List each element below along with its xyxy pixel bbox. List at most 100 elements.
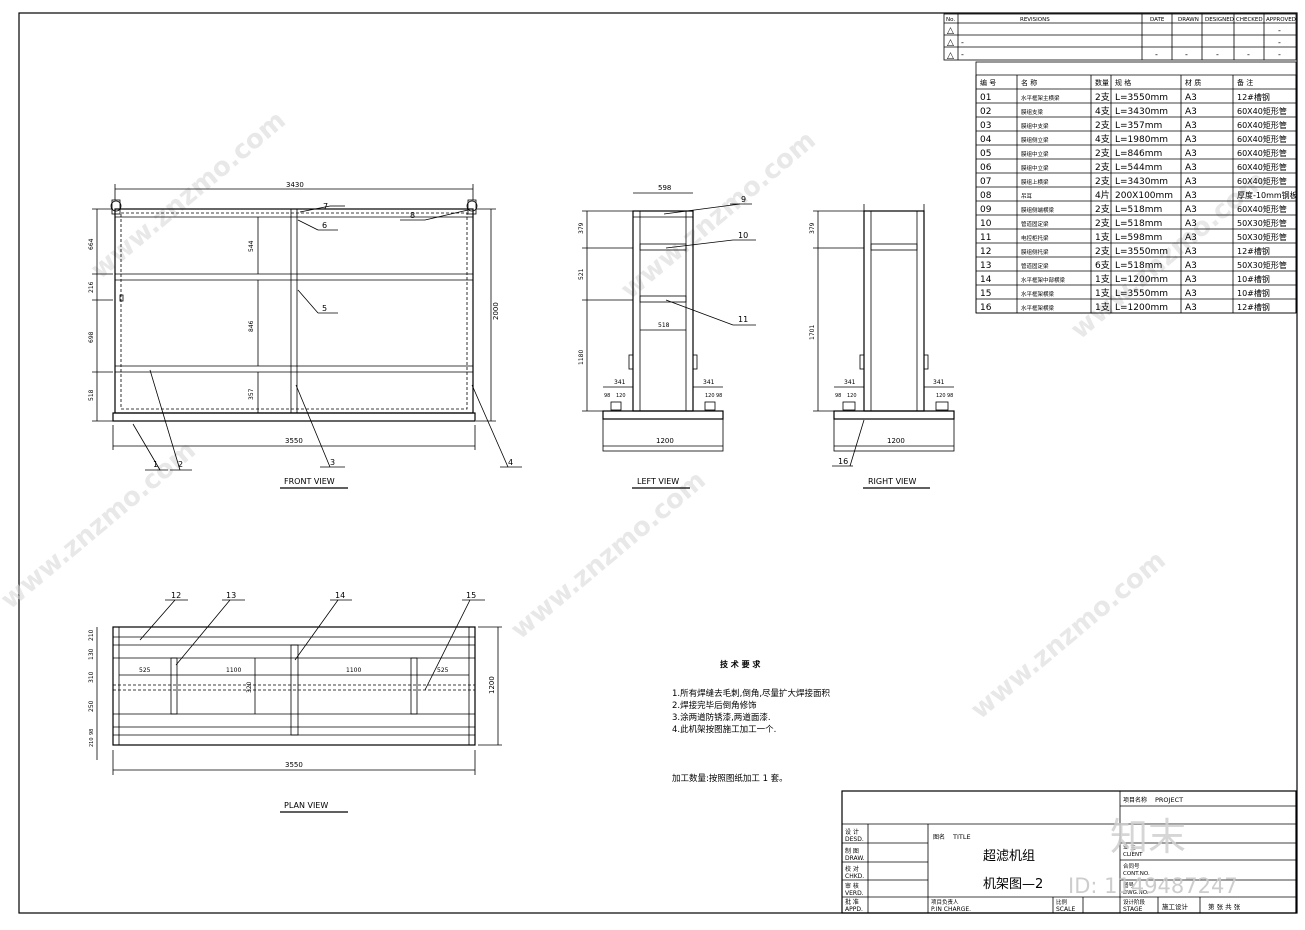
bom-cell: 吊耳 [1021,193,1033,200]
rev-header-designed: DESIGNED [1205,17,1234,23]
bom-cell: 60X40矩形管 [1237,120,1287,130]
contract-label-en: CONT.NO. [1123,871,1150,877]
tech-item: 4.此机架按图施工加工一个. [672,724,776,735]
rev-cell: - [1247,50,1250,59]
rev-cell: - [1185,50,1188,59]
dwg-no-label: 图号 [1123,881,1135,889]
watermark-text: www.znzmo.com [965,545,1171,725]
bom-cell: 膜组中立梁 [1021,150,1049,158]
bom-cell: L=3430mm [1115,107,1168,117]
callout-13: 13 [226,591,236,600]
bom-cell: 10 [980,219,992,229]
bom-cell: 2支 [1095,175,1110,187]
dim-left-inner: 518 [658,322,670,329]
bom-cell: 4支 [1095,133,1110,145]
dim-left-sub: 98 [604,393,610,399]
dim-left-sub: 98 [716,393,722,399]
checked-label: 校 对 [845,865,859,873]
dim-left-sub: 120 [616,393,626,399]
rev-cell: - [1278,38,1281,47]
bom-cell: A3 [1185,247,1197,257]
dim-right-sub: 341 [933,379,945,386]
technical-requirements: 技 术 要 求 1.所有焊缝去毛刺,倒角,尽量扩大焊接面积 2.焊接完毕后倒角修… [672,659,831,784]
bom-cell: L=1200mm [1115,275,1168,285]
bom-cell: 02 [980,107,991,117]
rev-header-drawn: DRAWN [1178,17,1199,23]
bom-cell: A3 [1185,177,1197,187]
right-view-title: RIGHT VIEW [868,477,916,486]
bom-cell: L=518mm [1115,261,1162,271]
bom-header: 名 称 [1021,78,1037,87]
bom-cell: 06 [980,163,992,173]
bom-cell: 2支 [1095,161,1110,173]
rev-cell: - [1155,50,1158,59]
callout-12: 12 [171,591,181,600]
bom-cell: 2支 [1095,147,1110,159]
bom-cell: A3 [1185,163,1197,173]
bom-cell: 膜组侧端横梁 [1021,206,1055,214]
watermark-text: www.znzmo.com [505,465,711,645]
rev-cell: - [1278,50,1281,59]
callout-7: 7 [323,202,328,211]
bom-cell: A3 [1185,219,1197,229]
dim-left-sub: 341 [614,379,626,386]
dim-plan-span: 1100 [346,667,361,674]
dim-plan-left: 210 [89,737,95,747]
sheet-border [18,12,1298,914]
bom-cell: 水平框架横梁 [1021,304,1055,312]
rev-cell: - [1278,26,1281,35]
drawing-title-line1: 超滤机组 [983,849,1035,864]
verified-label: 审 核 [845,882,859,890]
callout-14: 14 [335,591,345,600]
bom-cell: 电控柜托梁 [1021,234,1049,242]
pin-charge-label: 项目负责人 [931,898,959,906]
bom-cell: 01 [980,93,991,103]
bom-cell: A3 [1185,149,1197,159]
dim-front-bottom: 3550 [285,437,303,445]
dim-left-bottom: 1200 [656,437,674,445]
tech-item: 1.所有焊缝去毛刺,倒角,尽量扩大焊接面积 [672,688,831,699]
bom-cell: 10#槽钢 [1237,274,1270,284]
dim-right-sub: 120 [936,393,946,399]
dim-right-top: 379 [809,222,816,234]
callout-3: 3 [330,458,335,467]
dim-left-sub: 120 [705,393,715,399]
bom-header: 材 质 [1185,78,1201,87]
bom-cell: 60X40矩形管 [1237,162,1287,172]
dim-right-height: 1701 [809,325,816,340]
dim-left-height: 521 [578,268,585,280]
dim-right-bottom: 1200 [887,437,905,445]
bom-cell: A3 [1185,205,1197,215]
bom-cell: 膜组支梁 [1021,108,1044,116]
dwg-no-label-en: DWG.NO. [1123,890,1149,896]
project-label: 项目名称 [1123,796,1147,804]
bom-cell: L=544mm [1115,163,1162,173]
plan-view-title: PLAN VIEW [284,801,328,810]
rev-header-checked: CHECKED [1236,17,1263,23]
bom-cell: 4片 [1095,189,1110,201]
checked-label-en: CHKD. [845,873,864,880]
scale-label-en: SCALE [1056,906,1075,913]
dim-front-left: 518 [88,389,95,401]
bom-cell: 管道固定梁 [1021,262,1049,270]
designer-label: 设 计 [845,828,859,836]
dim-left-height: 379 [578,222,585,234]
bom-cell: L=3430mm [1115,177,1168,187]
bom-cell: 60X40矩形管 [1237,204,1287,214]
tech-item: 2.焊接完毕后倒角修饰 [672,700,757,711]
bom-cell: 水平框架主横梁 [1021,94,1060,102]
bom-cell: 07 [980,177,991,187]
bom-cell: 12#槽钢 [1237,302,1270,312]
bom-cell: 50X30矩形管 [1237,232,1287,242]
dim-plan-left: 250 [88,700,95,712]
bom-cell: 膜组中支梁 [1021,122,1049,130]
callout-11: 11 [738,315,748,324]
watermark-text: www.znzmo.com [0,435,202,615]
bom-cell: 膜组侧托梁 [1021,248,1049,256]
bom-cell: L=846mm [1115,149,1162,159]
drawing-title-line2: 机架图—2 [983,877,1043,892]
bom-cell: A3 [1185,233,1197,243]
dim-front-top: 3430 [286,181,304,189]
client-label-en: CLIENT [1123,852,1143,858]
